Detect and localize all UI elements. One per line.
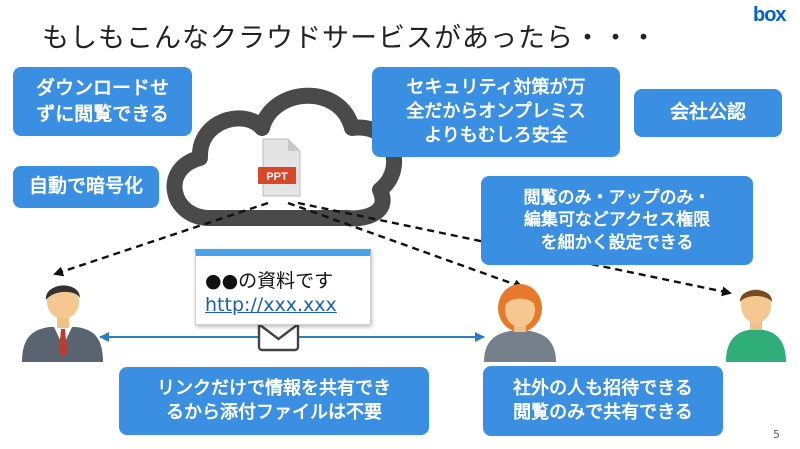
ppt-file-icon: PPT	[258, 138, 301, 197]
arrow-to-businessman	[53, 201, 269, 277]
page-number: 5	[773, 428, 780, 441]
envelope-icon	[257, 321, 300, 352]
callout-company-approved: 会社公認	[634, 89, 782, 137]
box-logo: box	[753, 4, 787, 26]
document-description: ●●の資料です	[205, 270, 334, 292]
arrow-to-woman	[287, 201, 524, 290]
document-link[interactable]: http://xxx.xxx	[205, 294, 337, 316]
callout-no-download: ダウンロードせ ずに閲覧できる	[13, 67, 192, 136]
woman-icon	[484, 284, 556, 362]
callout-auto-encrypt: 自動で暗号化	[13, 166, 159, 208]
businessman-icon	[22, 285, 103, 362]
callout-security: セキュリティ対策が万 全だからオンプレミス よりもむしろ安全	[372, 67, 620, 157]
slide-title: もしもこんなクラウドサービスがあったら・・・	[42, 23, 658, 54]
man-icon	[726, 289, 786, 362]
ppt-label: PPT	[266, 171, 288, 183]
callout-external-invite: 社外の人も招待できる 閲覧のみで共有できる	[483, 366, 723, 436]
callout-permissions: 閲覧のみ・アップのみ・ 編集可などアクセス権限 を細かく設定できる	[481, 176, 753, 265]
callout-link-share: リンクだけで情報を共有でき るから添付ファイルは不要	[119, 367, 429, 435]
shared-document-card: ●●の資料です http://xxx.xxx	[195, 249, 371, 325]
